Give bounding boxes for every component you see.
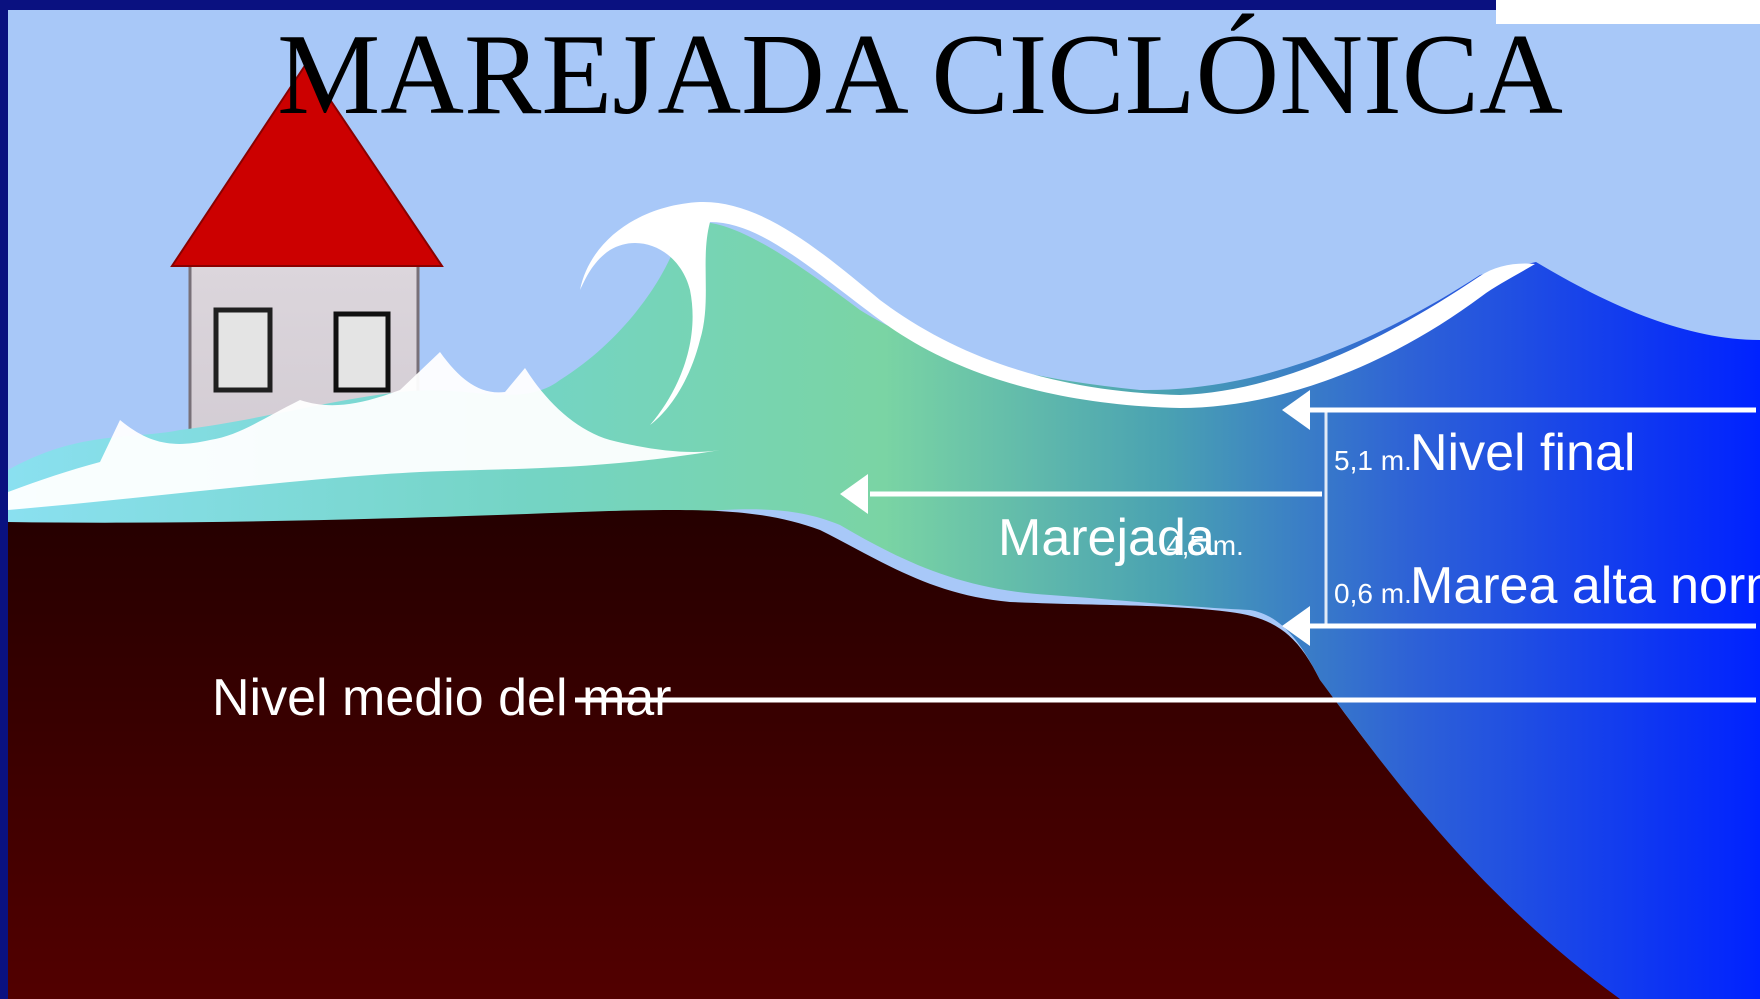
coastal-foam bbox=[8, 352, 720, 510]
mean-sea-level-label: Nivel medio del mar bbox=[212, 669, 672, 727]
high-tide-label: Marea alta normal bbox=[1410, 557, 1760, 615]
level-lines bbox=[575, 390, 1756, 703]
corner-patch bbox=[1496, 0, 1760, 24]
high-tide-arrowhead bbox=[1282, 606, 1310, 646]
house-window-right bbox=[333, 311, 391, 393]
final-level-label: Nivel final bbox=[1410, 424, 1635, 482]
page-title: MAREJADA CICLÓNICA bbox=[277, 11, 1563, 139]
wave-crest bbox=[580, 201, 1535, 425]
house-roof bbox=[170, 62, 444, 267]
surge-arrowhead bbox=[840, 474, 868, 514]
house-window-left bbox=[213, 307, 273, 393]
ground bbox=[8, 509, 1620, 999]
high-tide-value: 0,6 m. bbox=[1334, 578, 1412, 609]
surge-value: 4,5 m. bbox=[1166, 530, 1244, 561]
final-level-value: 5,1 m. bbox=[1334, 445, 1412, 476]
surge-label: Marejada bbox=[998, 509, 1215, 567]
final-level-arrowhead bbox=[1282, 390, 1310, 430]
